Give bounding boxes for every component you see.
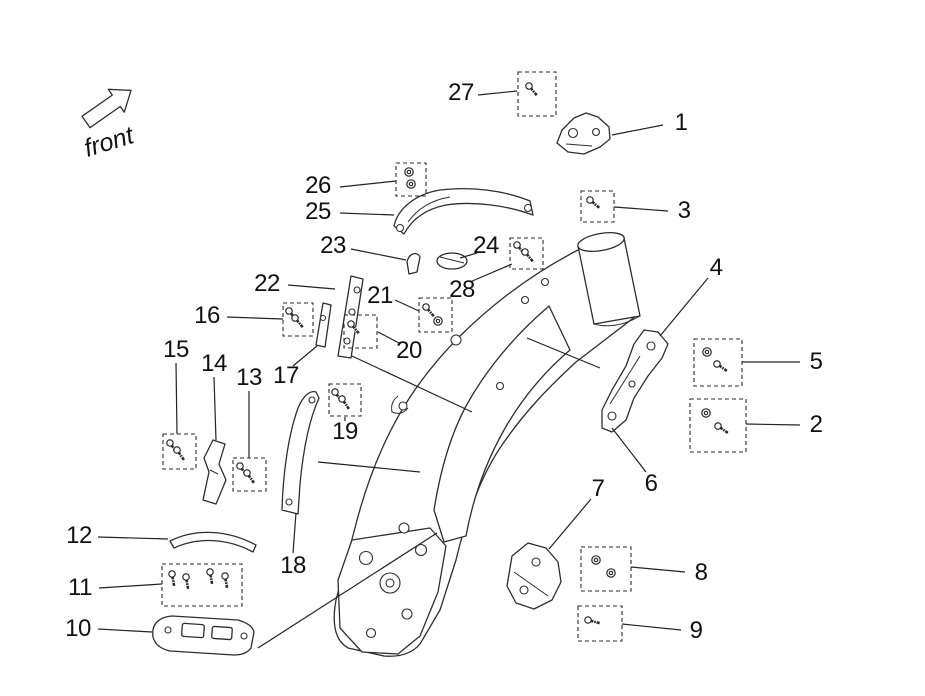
mount-indicator-line [317,461,421,473]
frame-opening [433,305,571,543]
front-arrow-icon [81,88,132,129]
screw-icon [422,303,435,318]
leader-line-15 [175,362,178,435]
part-24-cover [436,252,468,270]
hardware-box-27 [517,71,557,117]
hardware-box-19 [328,383,362,417]
leader-line-18 [292,512,297,554]
nut-icon [433,316,443,326]
hardware-box-5 [693,338,743,387]
leader-line-6 [611,427,647,473]
leader-line-10 [97,628,153,633]
part-12-strip [169,531,257,553]
nut-icon [701,408,711,418]
nut-icon [702,347,712,357]
mount-indicator-line [257,532,438,649]
part-23-clip [406,252,421,275]
leader-line-8 [630,566,686,573]
leader-line-27 [477,90,518,96]
leader-line-17 [292,345,318,367]
screw-icon [221,572,229,589]
leader-line-24 [459,252,478,259]
leader-line-16 [226,316,284,320]
nut-icon [404,167,414,177]
screw-icon [586,196,601,209]
leader-line-11 [98,583,163,589]
nut-icon [406,179,416,189]
leader-line-26 [339,180,397,188]
leader-line-20 [377,331,400,344]
leader-line-22 [287,284,336,290]
screw-icon [182,573,190,590]
leader-line-23 [350,248,407,261]
part-4-side-bracket [601,329,669,433]
hardware-box-8 [580,546,632,592]
screw-icon [713,360,728,372]
hardware-box-20 [343,314,378,349]
leader-line-21 [394,299,420,312]
frame-details [391,277,550,534]
screw-icon [584,616,600,625]
nut-icon [591,555,601,565]
part-18-guard [281,390,320,515]
part-14-bracket [202,439,227,505]
screw-icon [243,469,255,484]
screw-icon [206,568,214,585]
screw-icon [525,82,538,97]
leader-line-25 [339,212,395,216]
leader-line-1 [611,124,664,136]
hardware-box-13 [232,457,267,492]
leader-line-4 [659,277,709,337]
part-25-guard [393,187,534,235]
leader-line-9 [621,623,682,631]
mount-indicator-line [351,355,473,413]
leader-line-7 [548,498,592,550]
hardware-box-2 [689,398,747,453]
hardware-box-15 [162,433,197,470]
screw-icon [714,422,729,434]
screw-icon [168,570,176,587]
hardware-box-9 [577,605,623,642]
frame-assembly [333,232,641,657]
hardware-box-21 [418,297,453,333]
part-7-bracket [506,542,562,610]
part-1-bracket [556,112,611,155]
hardware-box-16 [282,302,314,337]
hardware-box-3 [580,190,615,223]
screw-icon [338,395,350,410]
screw-icon [291,314,304,329]
frame-pivot-plate [337,527,447,655]
part-10-skid-plate [152,615,255,656]
leader-line-28 [469,263,513,283]
part-17-plate [315,302,332,348]
hardware-box-28 [509,237,544,270]
leader-line-14 [213,376,217,441]
screw-icon [347,320,360,335]
nut-icon [606,568,616,578]
hardware-box-11 [161,563,243,607]
leader-line-12 [97,536,169,540]
screw-icon [521,248,534,263]
hardware-box-26 [395,162,427,197]
screw-icon [173,446,185,461]
callout-graphics [97,71,801,649]
frame-head-tube [577,232,641,327]
leader-line-2 [745,423,801,426]
leader-line-3 [613,206,669,212]
part-22-plate [337,275,364,359]
mount-indicator-line [526,337,601,369]
